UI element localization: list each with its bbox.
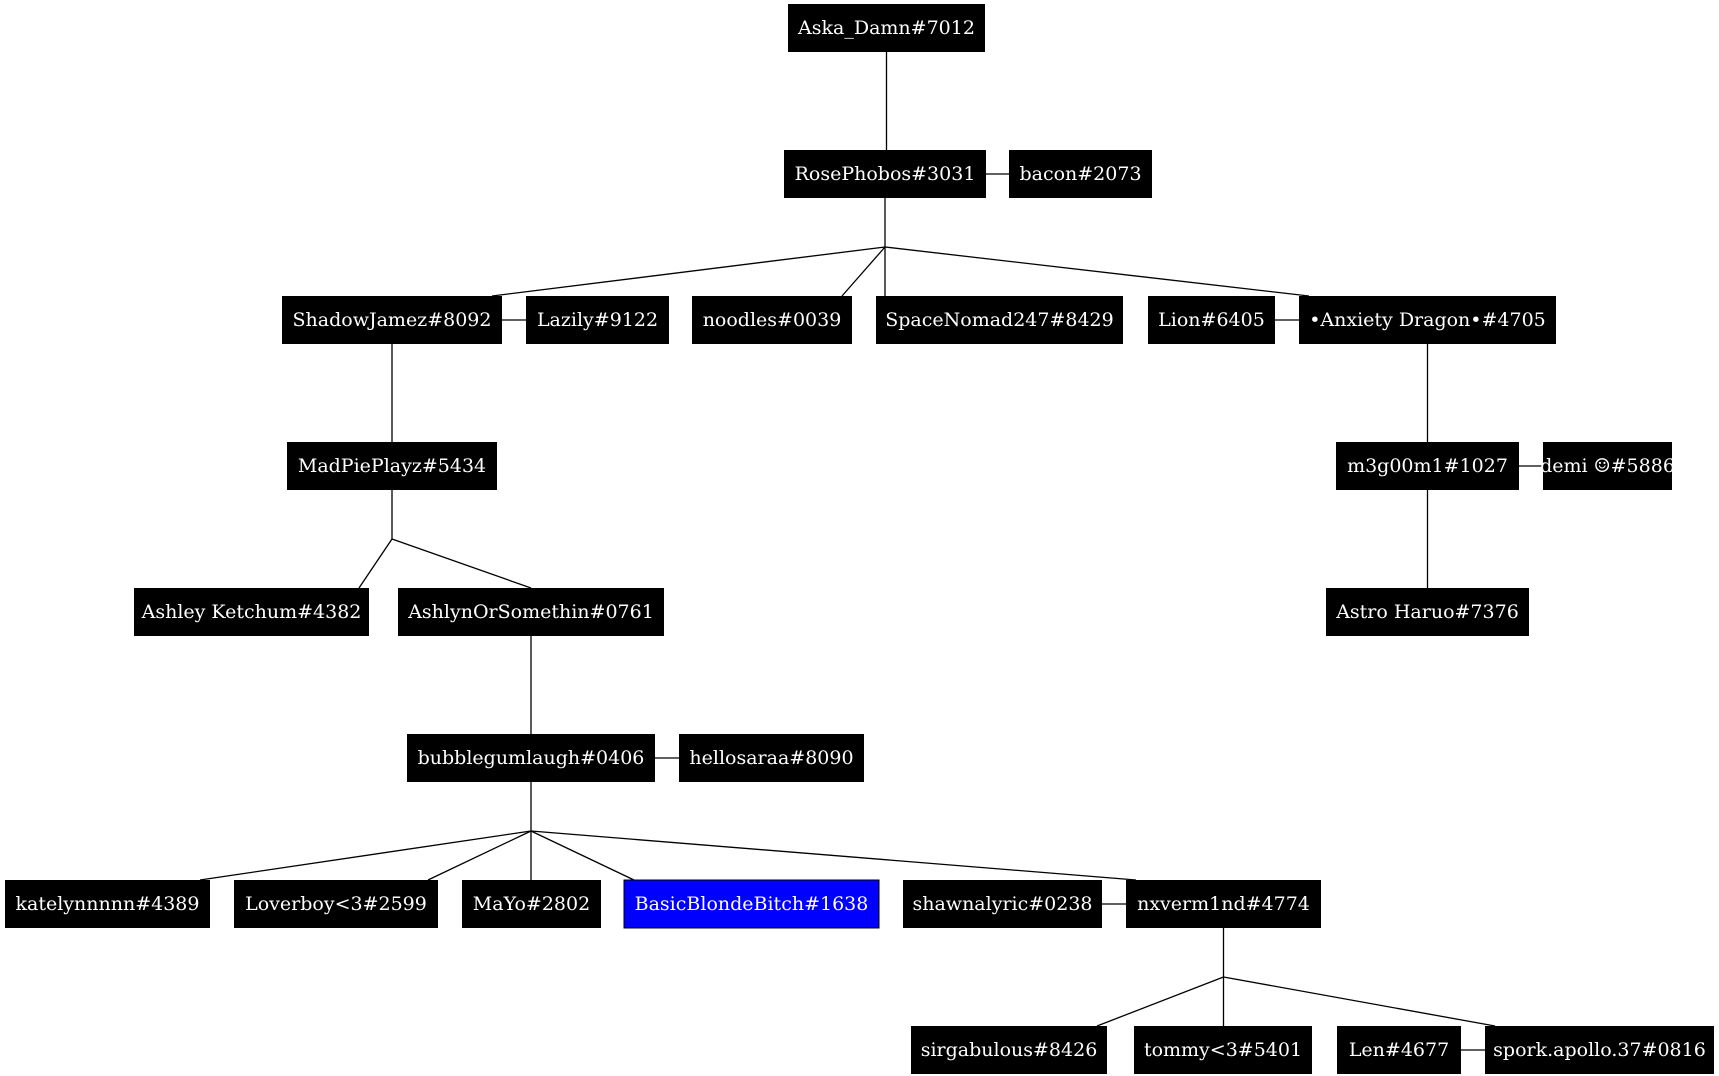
child-edge — [358, 538, 393, 589]
person-name: MadPiePlayz#5434 — [298, 455, 486, 477]
person-name: BasicBlondeBitch#1638 — [635, 893, 869, 915]
person-node-basic: BasicBlondeBitch#1638 — [623, 879, 880, 929]
person-node-nxverm: nxverm1nd#4774 — [1126, 880, 1321, 928]
person-name: Loverboy<3#2599 — [245, 893, 427, 915]
person-name: ShadowJamez#8092 — [293, 309, 492, 331]
person-box — [1134, 1026, 1312, 1074]
person-node-mayo: MaYo#2802 — [462, 880, 601, 928]
person-name: spork.apollo.37#0816 — [1493, 1039, 1706, 1061]
person-name: bubblegumlaugh#0406 — [418, 747, 645, 769]
child-edge — [427, 830, 532, 881]
person-name: m3g00m1#1027 — [1347, 455, 1508, 477]
person-node-sirg: sirgabulous#8426 — [911, 1026, 1107, 1074]
person-box — [623, 879, 880, 929]
person-name: katelynnnnn#4389 — [16, 893, 200, 915]
person-name: nxverm1nd#4774 — [1137, 893, 1310, 915]
child-edge — [391, 538, 532, 589]
person-node-lion: Lion#6405 — [1148, 296, 1275, 344]
child-edge — [199, 830, 532, 881]
person-box — [1126, 880, 1321, 928]
child-edge — [530, 830, 1137, 881]
person-box — [1337, 1026, 1461, 1074]
person-name: •Anxiety Dragon•#4705 — [1309, 309, 1546, 331]
person-box — [282, 296, 502, 344]
person-node-madpie: MadPiePlayz#5434 — [287, 442, 497, 490]
person-node-tommy: tommy<3#5401 — [1134, 1026, 1312, 1074]
person-name: Len#4677 — [1349, 1039, 1449, 1061]
person-name: Lazily#9122 — [537, 309, 658, 331]
person-node-m3g: m3g00m1#1027 — [1336, 442, 1519, 490]
person-name: Ashley Ketchum#4382 — [141, 601, 362, 623]
person-node-bacon: bacon#2073 — [1009, 150, 1152, 198]
person-node-hello: hellosaraa#8090 — [679, 734, 864, 782]
person-box — [903, 880, 1102, 928]
person-name: Astro Haruo#7376 — [1335, 601, 1519, 623]
person-name: Aska_Damn#7012 — [797, 17, 975, 39]
person-box — [911, 1026, 1107, 1074]
person-name: noodles#0039 — [703, 309, 842, 331]
person-node-ashley: Ashley Ketchum#4382 — [134, 588, 369, 636]
person-name: shawnalyric#0238 — [912, 893, 1092, 915]
person-name: tommy<3#5401 — [1144, 1039, 1302, 1061]
person-name: sirgabulous#8426 — [921, 1039, 1098, 1061]
person-name: RosePhobos#3031 — [795, 163, 976, 185]
person-box — [5, 880, 210, 928]
person-box — [1326, 588, 1529, 636]
person-node-kately: katelynnnnn#4389 — [5, 880, 210, 928]
person-node-len: Len#4677 — [1337, 1026, 1461, 1074]
child-edge — [1096, 976, 1224, 1027]
person-box — [398, 588, 664, 636]
child-edge — [530, 830, 635, 881]
person-box — [1009, 150, 1152, 198]
person-name: AshlynOrSomethin#0761 — [407, 601, 654, 623]
person-node-lover: Loverboy<3#2599 — [234, 880, 438, 928]
person-box — [234, 880, 438, 928]
person-box — [1543, 442, 1672, 490]
person-box — [679, 734, 864, 782]
person-box — [1299, 296, 1556, 344]
person-node-astro: Astro Haruo#7376 — [1326, 588, 1529, 636]
person-box — [1148, 296, 1275, 344]
person-box — [692, 296, 852, 344]
person-box — [784, 150, 986, 198]
person-node-shadow: ShadowJamez#8092 — [282, 296, 502, 344]
person-box — [287, 442, 497, 490]
person-node-rose: RosePhobos#3031 — [784, 150, 986, 198]
person-node-space: SpaceNomad247#8429 — [876, 296, 1123, 344]
person-node-bubble: bubblegumlaugh#0406 — [407, 734, 655, 782]
person-name: demi ☺#5886 — [1540, 455, 1675, 477]
child-edge — [884, 246, 1310, 297]
child-edge — [841, 246, 886, 297]
person-box — [526, 296, 669, 344]
person-name: hellosaraa#8090 — [689, 747, 853, 769]
person-node-demi: demi ☺#5886 — [1540, 442, 1675, 490]
person-name: Lion#6405 — [1158, 309, 1265, 331]
edges-layer — [199, 52, 1543, 1051]
person-node-ashlyn: AshlynOrSomethin#0761 — [398, 588, 664, 636]
person-node-noodles: noodles#0039 — [692, 296, 852, 344]
person-box — [462, 880, 601, 928]
person-box — [134, 588, 369, 636]
person-box — [407, 734, 655, 782]
person-node-shawn: shawnalyric#0238 — [903, 880, 1102, 928]
person-node-anxiety: •Anxiety Dragon•#4705 — [1299, 296, 1556, 344]
person-box — [876, 296, 1123, 344]
person-node-aska: Aska_Damn#7012 — [788, 4, 985, 52]
child-edge — [491, 246, 886, 297]
person-name: SpaceNomad247#8429 — [885, 309, 1114, 331]
person-box — [1485, 1026, 1714, 1074]
person-node-lazily: Lazily#9122 — [526, 296, 669, 344]
child-edge — [1223, 976, 1496, 1027]
person-name: MaYo#2802 — [473, 893, 590, 915]
person-box — [788, 4, 985, 52]
person-name: bacon#2073 — [1019, 163, 1141, 185]
person-box — [1336, 442, 1519, 490]
person-node-spork: spork.apollo.37#0816 — [1485, 1026, 1714, 1074]
